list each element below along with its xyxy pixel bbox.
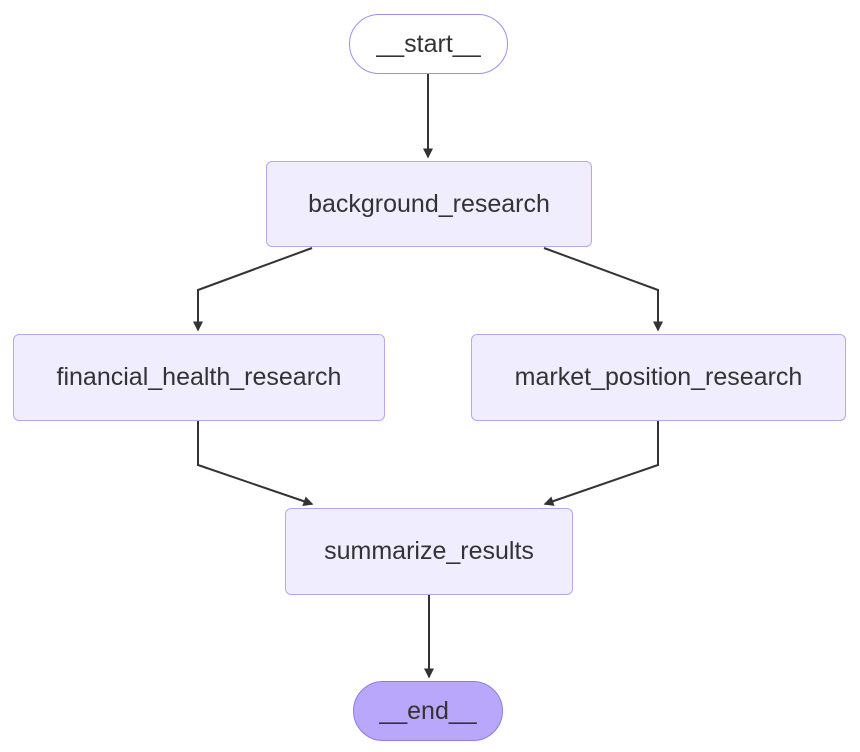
edge-background-to-financial <box>193 247 313 332</box>
market-position-research-node[interactable]: market_position_research <box>471 334 846 421</box>
edge-market-to-summarize <box>543 421 659 506</box>
summarize-results-node[interactable]: summarize_results <box>285 508 573 595</box>
background-research-node[interactable]: background_research <box>266 161 592 247</box>
start-node[interactable]: __start__ <box>349 14 508 74</box>
start-node-label: __start__ <box>376 29 481 58</box>
financial-health-research-node[interactable]: financial_health_research <box>13 334 385 421</box>
edge-background-to-market <box>543 247 663 332</box>
end-node[interactable]: __end__ <box>353 681 503 741</box>
financial-health-research-label: financial_health_research <box>56 363 342 391</box>
edge-financial-to-summarize <box>197 421 314 506</box>
end-node-label: __end__ <box>379 696 477 725</box>
background-research-label: background_research <box>308 189 550 218</box>
summarize-results-label: summarize_results <box>324 537 534 565</box>
market-position-research-label: market_position_research <box>514 363 803 391</box>
